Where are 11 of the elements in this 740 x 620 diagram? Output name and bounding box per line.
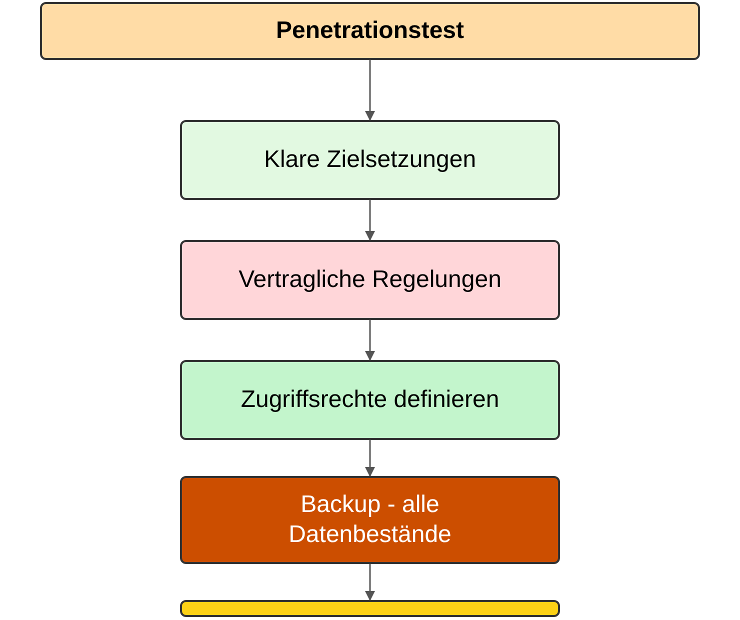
- arrow: [365, 564, 375, 601]
- process-box: Klare Zielsetzungen: [180, 120, 560, 200]
- arrow: [365, 440, 375, 477]
- arrow: [365, 200, 375, 241]
- process-box: Zugriffsrechte definieren: [180, 360, 560, 440]
- process-box: Vertragliche Regelungen: [180, 240, 560, 320]
- arrow: [365, 60, 375, 121]
- process-box: Penetrationstest: [40, 2, 700, 60]
- empty-box: [180, 600, 560, 617]
- arrow: [365, 320, 375, 361]
- process-box: Backup - alle Datenbestände: [180, 476, 560, 564]
